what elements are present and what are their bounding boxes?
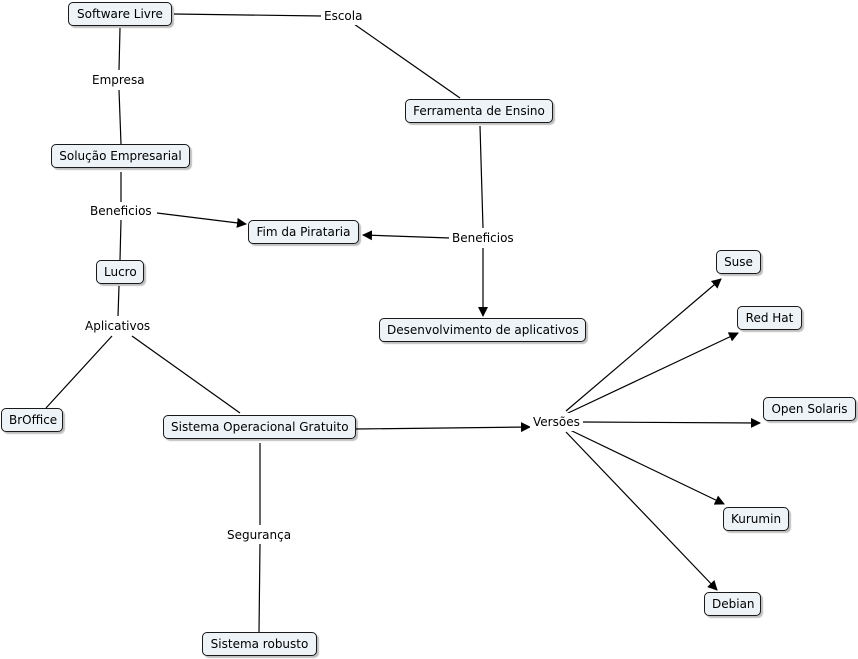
node-red-hat[interactable]: Red Hat [737,306,802,330]
connector-aplicativos-sistema [131,335,241,414]
node-solucao-empresarial[interactable]: Solução Empresarial [51,144,190,168]
link-beneficios-ensino: Beneficios [449,229,517,247]
link-empresa: Empresa [89,71,148,89]
connector-versoes-redhat [565,332,739,415]
connector-beneficios-lucro [119,219,122,261]
node-software-livre[interactable]: Software Livre [68,2,172,26]
connector-empresa-solucao [118,89,122,145]
node-sistema-operacional-gratuito[interactable]: Sistema Operacional Gratuito [163,415,356,439]
connector-sistema-versoes [355,422,531,433]
connector-ferramenta-beneficios [479,125,484,229]
node-lucro[interactable]: Lucro [96,260,144,284]
node-ferramenta-ensino[interactable]: Ferramenta de Ensino [405,99,553,123]
connector-beneficios-fim [156,212,247,228]
node-suse[interactable]: Suse [716,250,761,274]
node-broffice[interactable]: BrOffice [1,408,63,432]
link-versoes: Versões [530,413,583,431]
node-open-solaris[interactable]: Open Solaris [763,397,856,421]
connector-software-empresa [118,27,121,71]
node-fim-pirataria[interactable]: Fim da Pirataria [248,220,359,244]
connector-seguranca-robusto [258,543,261,633]
connector-versoes-opensolaris [582,417,761,428]
connector-beneficios2-fim [362,230,451,241]
link-aplicativos: Aplicativos [82,317,154,335]
link-seguranca: Segurança [224,526,295,544]
link-beneficios-empresa: Beneficios [87,202,155,220]
node-debian[interactable]: Debian [704,592,761,616]
connector-aplicativos-broffice [45,335,113,409]
connector-escola-ferramenta [353,23,461,99]
node-sistema-robusto[interactable]: Sistema robusto [202,632,317,656]
connector-versoes-kurumin [569,429,725,505]
connector-lucro-aplicativos [117,285,120,317]
link-escola: Escola [321,7,366,25]
connector-versoes-suse [565,278,722,412]
node-kurumin[interactable]: Kurumin [723,507,789,531]
node-desenvolvimento-aplicativos[interactable]: Desenvolvimento de aplicativos [379,318,586,342]
connector-versoes-debian [565,431,718,591]
connector-software-escola [173,13,323,17]
